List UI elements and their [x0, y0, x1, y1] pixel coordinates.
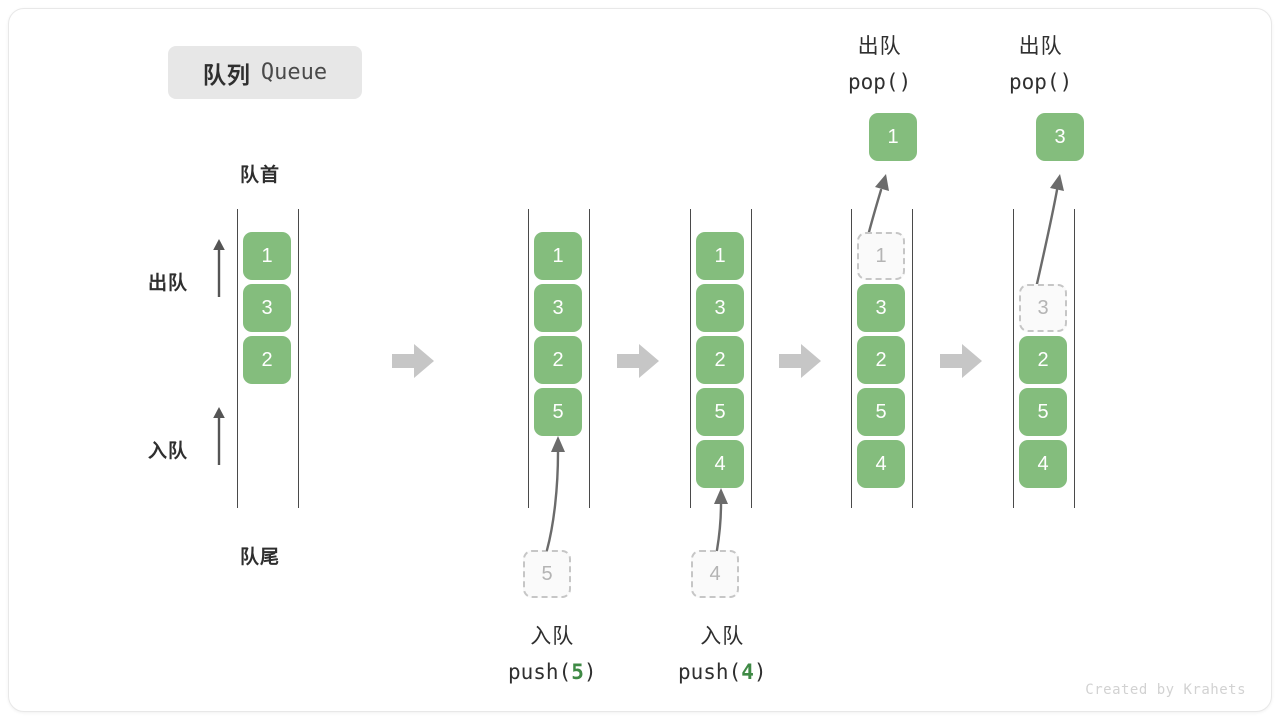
pop-3-caption-code: pop()	[1009, 69, 1073, 94]
queue-item: 5	[696, 388, 744, 436]
queue-rear-label: 队尾	[240, 547, 281, 568]
push-5-caption-code: push(5)	[508, 659, 597, 684]
queue-item: 3	[857, 284, 905, 332]
diagram-title-chip: 队列 Queue	[168, 46, 362, 99]
queue-item: 2	[857, 336, 905, 384]
diagram-title-en: Queue	[260, 60, 328, 85]
queue-item: 4	[857, 440, 905, 488]
incoming-item-ghost: 5	[523, 550, 571, 598]
queue-item: 1	[696, 232, 744, 280]
queue-item: 5	[857, 388, 905, 436]
queue-item: 2	[534, 336, 582, 384]
queue-item-ghost: 1	[857, 232, 905, 280]
queue-item: 5	[534, 388, 582, 436]
queue-item: 5	[1019, 388, 1067, 436]
pop-3-caption: 出队 pop()	[1009, 30, 1072, 99]
rail-right-col3	[751, 209, 752, 508]
rail-left-col2	[528, 209, 529, 508]
pop-1-caption: 出队 pop()	[848, 30, 911, 99]
push-4-caption: 入队 push(4)	[678, 620, 767, 689]
queue-item: 3	[243, 284, 291, 332]
queue-item: 2	[243, 336, 291, 384]
step-arrow-icon	[779, 341, 821, 381]
push-4-caption-cn: 入队	[700, 625, 745, 648]
step-arrow-icon	[940, 341, 982, 381]
queue-item-ghost: 3	[1019, 284, 1067, 332]
rail-left-col1	[237, 209, 238, 508]
dequeue-direction-label: 出队	[148, 273, 189, 294]
queue-item: 4	[1019, 440, 1067, 488]
enqueue-arrow-icon	[210, 403, 228, 465]
push-5-caption: 入队 push(5)	[508, 620, 597, 689]
queue-item: 2	[1019, 336, 1067, 384]
rail-right-col2	[589, 209, 590, 508]
queue-item: 3	[696, 284, 744, 332]
step-arrow-icon	[392, 341, 434, 381]
rail-right-col1	[298, 209, 299, 508]
pop-1-caption-cn: 出队	[857, 35, 902, 58]
pop-1-caption-code: pop()	[848, 69, 912, 94]
incoming-item-ghost: 4	[691, 550, 739, 598]
queue-front-label: 队首	[240, 165, 281, 186]
popped-item: 3	[1036, 113, 1084, 161]
rail-left-col4	[851, 209, 852, 508]
pop-3-caption-cn: 出队	[1018, 35, 1063, 58]
rail-left-col5	[1013, 209, 1014, 508]
queue-item: 1	[243, 232, 291, 280]
enqueue-direction-label: 入队	[148, 441, 189, 462]
push-4-caption-code: push(4)	[678, 659, 767, 684]
watermark-credit: Created by Krahets	[1085, 682, 1246, 698]
queue-item: 1	[534, 232, 582, 280]
rail-right-col5	[1074, 209, 1075, 508]
queue-item: 4	[696, 440, 744, 488]
rail-left-col3	[690, 209, 691, 508]
step-arrow-icon	[617, 341, 659, 381]
diagram-title-cn: 队列	[202, 61, 251, 88]
rail-right-col4	[912, 209, 913, 508]
queue-item: 2	[696, 336, 744, 384]
dequeue-arrow-icon	[210, 235, 228, 297]
push-5-caption-cn: 入队	[530, 625, 575, 648]
queue-item: 3	[534, 284, 582, 332]
popped-item: 1	[869, 113, 917, 161]
